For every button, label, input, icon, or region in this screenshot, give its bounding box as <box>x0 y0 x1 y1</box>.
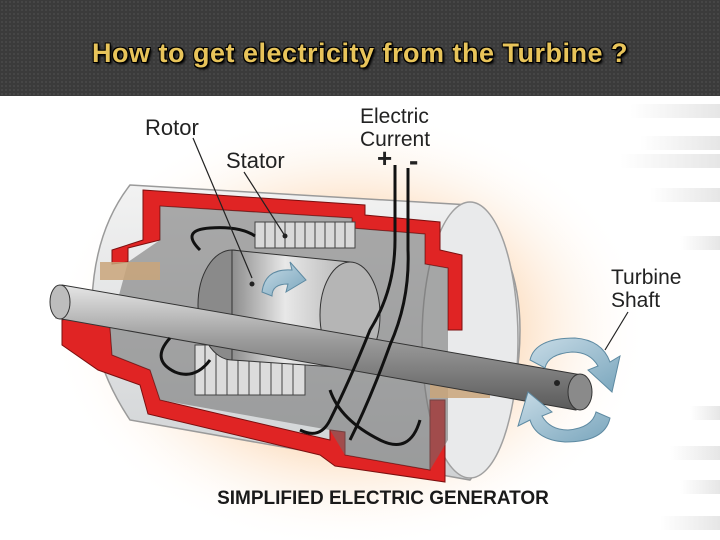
bearing-left <box>100 262 160 280</box>
label-minus: - <box>409 145 419 176</box>
label-turbine-shaft-1: Turbine <box>611 266 682 289</box>
shaft-dot <box>554 380 560 386</box>
shaft-rotation-arrow-top <box>529 337 621 393</box>
decorative-stripes <box>610 96 720 540</box>
label-electric-current-1: Electric <box>360 105 429 128</box>
shaft-rotation-arrow-bottom <box>517 391 611 443</box>
diagram-caption: SIMPLIFIED ELECTRIC GENERATOR <box>217 488 549 509</box>
turbine-shaft-pointer <box>604 311 629 351</box>
label-rotor: Rotor <box>145 115 199 140</box>
wires <box>159 185 422 446</box>
slide-title: How to get electricity from the Turbine … <box>91 38 629 68</box>
label-electric-current-2: Current <box>360 128 431 151</box>
shaft-end <box>567 373 593 411</box>
stator-coils-top <box>254 221 356 249</box>
label-turbine-shaft-2: Shaft <box>611 289 661 312</box>
label-plus: + <box>377 143 393 173</box>
shaft-end-left <box>49 284 71 320</box>
stator-pointer-dot <box>282 233 288 239</box>
rotor-pointer <box>192 137 253 279</box>
rotor-pointer-dot <box>249 281 255 287</box>
label-stator: Stator <box>226 148 285 173</box>
title-bar <box>0 0 720 96</box>
stator-pointer <box>243 171 286 237</box>
generator-diagram <box>49 110 650 540</box>
rotor-rotation-arrow <box>261 261 307 297</box>
